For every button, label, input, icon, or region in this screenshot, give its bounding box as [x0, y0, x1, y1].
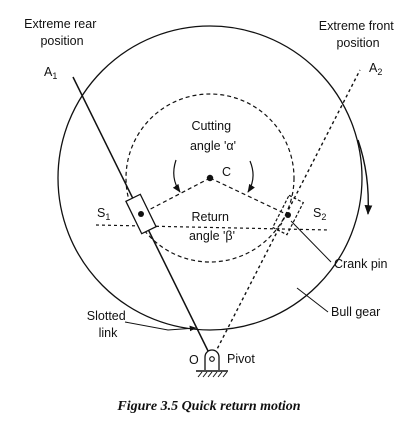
label-crank-pin: Crank pin: [334, 257, 388, 271]
crank-pin-s2: [285, 212, 291, 218]
label-center: C: [222, 165, 231, 179]
bull-gear-circle: [57, 25, 363, 331]
label-pivot-o: O: [189, 353, 199, 367]
center-point: [206, 174, 214, 182]
crank-circle: [125, 93, 295, 263]
slotted-link-leader: [124, 321, 197, 332]
figure-caption: Figure 3.5 Quick return motion: [116, 399, 300, 414]
label-a2: A2: [369, 61, 382, 77]
label-slotted-link: Slotted link: [87, 309, 129, 340]
label-bull-gear: Bull gear: [331, 305, 380, 319]
cutting-arrow-right: [247, 160, 255, 193]
label-return-angle: Return angle 'β': [189, 210, 235, 243]
crank-pin-s1: [138, 211, 144, 217]
label-cutting-angle: Cutting angle 'α': [190, 119, 236, 153]
crank-pin-leader: [290, 220, 332, 263]
pivot-support: [196, 349, 228, 378]
label-pivot: Pivot: [227, 352, 255, 366]
label-extreme-front: Extreme front position: [319, 19, 398, 50]
bull-gear-leader: [296, 287, 329, 313]
label-s1: S1: [97, 206, 110, 222]
rotation-arrow: [357, 139, 373, 215]
label-extreme-rear: Extreme rear position: [24, 17, 100, 48]
crank-arm-left: [140, 177, 211, 215]
cutting-arrow-left: [172, 159, 181, 193]
crank-arm-right: [209, 177, 289, 216]
label-a1: A1: [44, 65, 57, 81]
label-s2: S2: [313, 206, 326, 222]
